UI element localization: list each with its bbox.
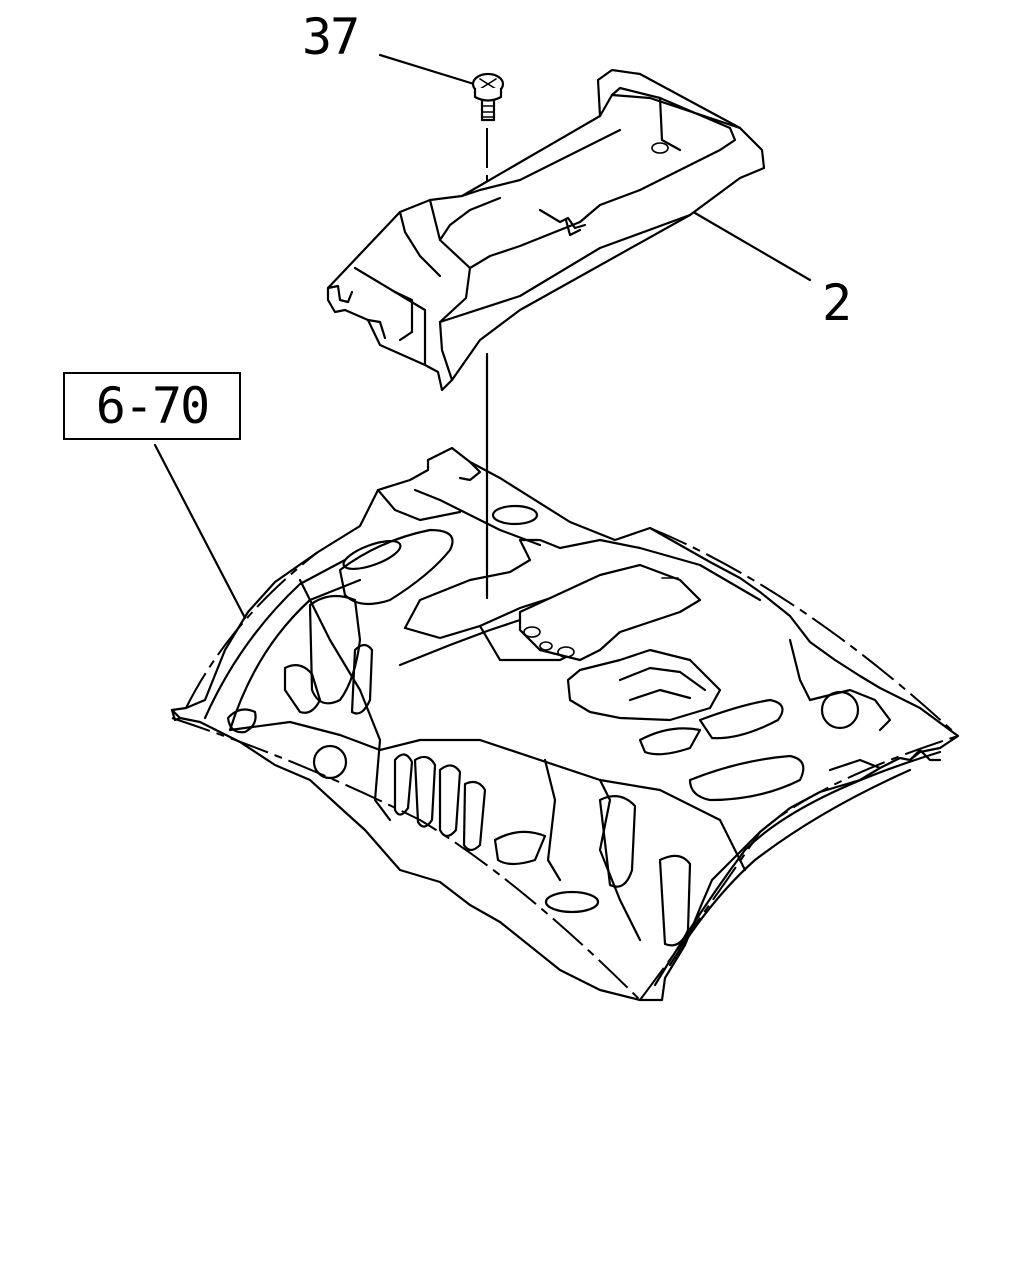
leader-line-cover [693, 211, 812, 282]
screw-part [471, 72, 505, 122]
floor-cover-part [326, 68, 766, 392]
reference-box: 6-70 [63, 372, 241, 440]
leader-line-reference [153, 443, 247, 620]
callout-screw-number: 37 [302, 8, 360, 66]
callout-cover-number: 2 [822, 274, 852, 332]
reference-label: 6-70 [95, 377, 210, 435]
leader-line-screw [378, 53, 476, 86]
floor-panel-assembly [170, 446, 960, 1002]
